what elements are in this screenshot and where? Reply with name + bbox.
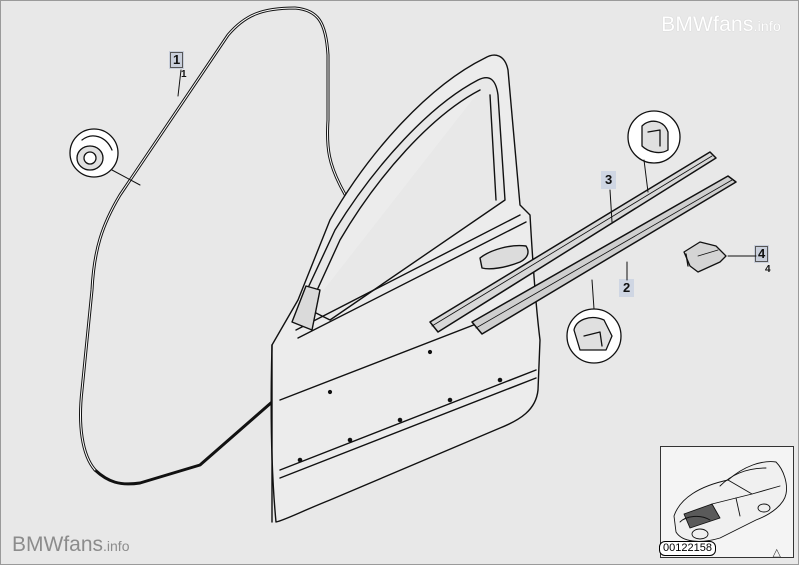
callout-part-1-sub: 1 xyxy=(181,69,187,80)
callout-part-3[interactable]: 3 xyxy=(601,171,617,189)
callout-part-4-sub: 4 xyxy=(765,264,771,275)
watermark-top: BMWfans.info xyxy=(661,13,781,37)
watermark-top-brand: BMWfans xyxy=(661,13,754,36)
diagram-number: 00122158 xyxy=(659,541,716,556)
watermark-bottom-brand: BMWfans xyxy=(12,533,104,556)
corner-triangle-icon: △ xyxy=(772,547,781,559)
watermark-bottom-suffix: .info xyxy=(103,538,130,554)
callout-part-1[interactable]: 1 xyxy=(169,51,185,69)
watermark-bottom: BMWfans.info xyxy=(12,533,129,557)
callout-part-4[interactable]: 4 xyxy=(754,245,770,263)
callout-part-2[interactable]: 2 xyxy=(619,279,635,297)
watermark-top-suffix: .info xyxy=(753,18,781,34)
